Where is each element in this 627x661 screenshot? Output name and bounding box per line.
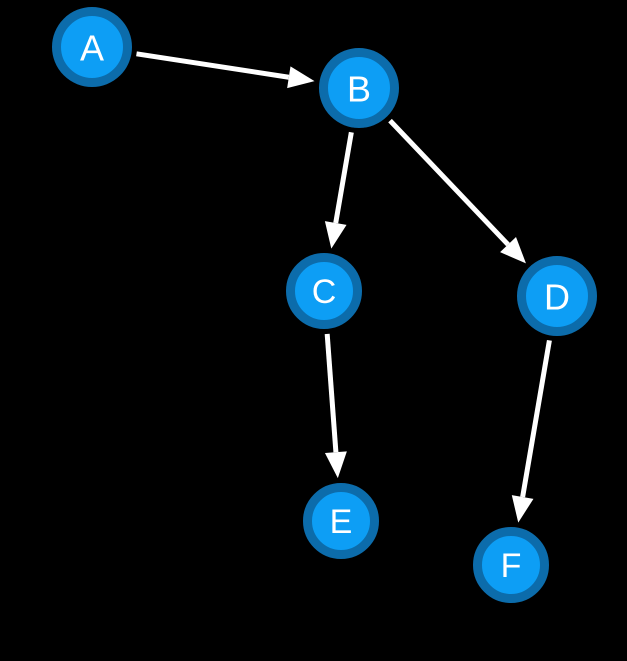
- graph-node-f[interactable]: F: [473, 527, 549, 603]
- edge-arrowhead-icon: [324, 451, 347, 479]
- node-label: E: [330, 503, 353, 541]
- edge-arrowhead-icon: [500, 236, 526, 264]
- edge-arrowhead-icon: [511, 495, 534, 523]
- graph-edge: [388, 118, 526, 264]
- graph-node-d[interactable]: D: [517, 256, 597, 336]
- edge-arrowhead-icon: [287, 66, 315, 89]
- graph-node-b[interactable]: B: [319, 48, 399, 128]
- node-circle[interactable]: [286, 253, 362, 329]
- node-circle[interactable]: [303, 483, 379, 559]
- graph-node-c[interactable]: C: [286, 253, 362, 329]
- graph-edge: [324, 333, 347, 479]
- edge-line: [388, 118, 510, 247]
- graph-edge: [511, 339, 552, 523]
- graph-edge: [324, 131, 354, 249]
- edge-line: [324, 333, 339, 453]
- node-label: C: [312, 273, 337, 311]
- node-label: A: [80, 28, 104, 69]
- node-label: D: [544, 277, 570, 318]
- edge-line: [520, 339, 552, 498]
- graph-edge: [136, 51, 315, 89]
- edge-arrowhead-icon: [324, 221, 347, 249]
- edge-line: [333, 131, 354, 224]
- edge-line: [136, 51, 290, 80]
- edges-layer: [136, 51, 552, 523]
- node-label: B: [347, 69, 371, 110]
- node-circle[interactable]: [319, 48, 399, 128]
- node-circle[interactable]: [473, 527, 549, 603]
- node-circle[interactable]: [52, 7, 132, 87]
- graph-node-e[interactable]: E: [303, 483, 379, 559]
- nodes-layer: A B C D E F: [52, 7, 597, 603]
- node-label: F: [501, 547, 522, 585]
- graph-node-a[interactable]: A: [52, 7, 132, 87]
- node-circle[interactable]: [517, 256, 597, 336]
